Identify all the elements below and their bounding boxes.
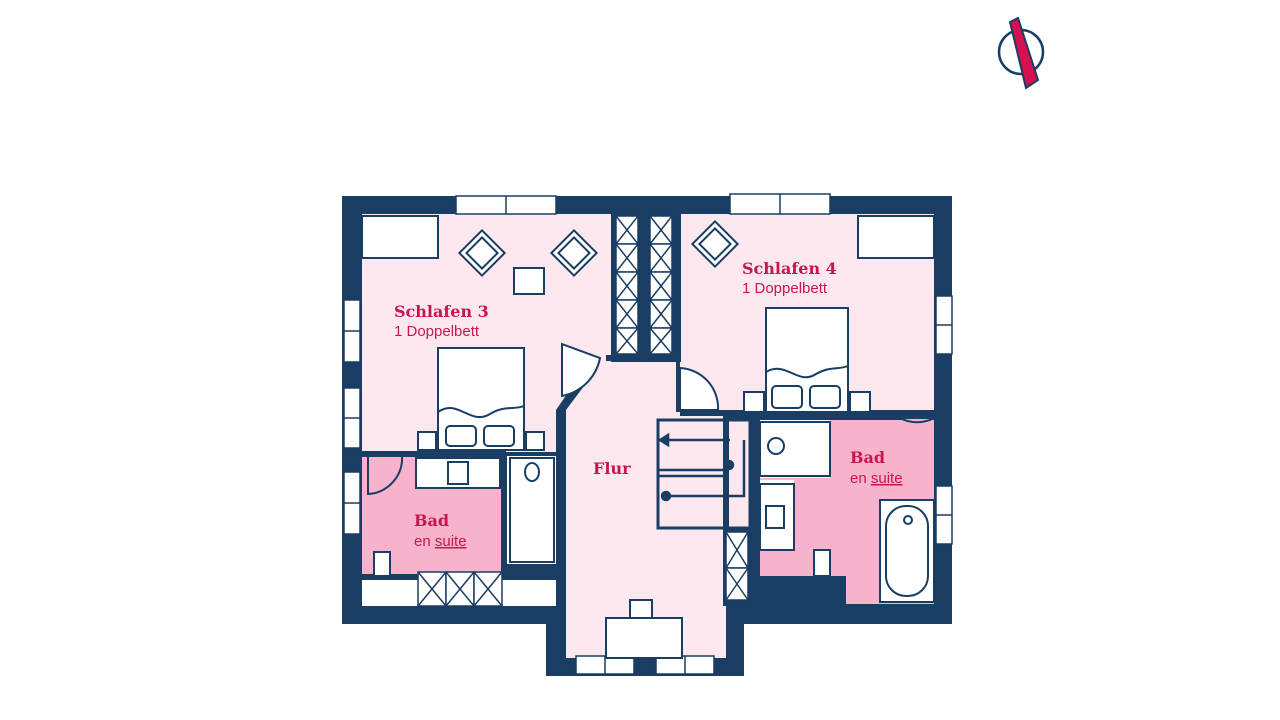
desk-bedroom-4 <box>857 215 935 259</box>
wardrobes <box>417 215 749 607</box>
north-arrow-icon <box>997 16 1045 90</box>
room-bedroom-3-floor <box>362 214 614 452</box>
label-bedroom-3-name: Schlafen 3 <box>394 302 489 321</box>
label-bedroom-4-name: Schlafen 4 <box>742 259 837 278</box>
doors <box>367 342 935 496</box>
room-labels: Schlafen 3 1 Doppelbett Schlafen 4 1 Dop… <box>394 259 903 550</box>
label-bedroom-4-detail: 1 Doppelbett <box>742 280 828 297</box>
label-bath-right-suffix: suite <box>871 470 903 487</box>
label-bath-left-suffix: suite <box>435 533 467 550</box>
staircase <box>657 432 746 502</box>
windows <box>343 193 953 675</box>
label-bedroom-3-detail: 1 Doppelbett <box>394 323 480 340</box>
label-hall-name: Flur <box>593 459 631 478</box>
label-bath-right-prefix: en <box>850 470 871 487</box>
furniture <box>361 215 935 659</box>
hall-closet <box>656 418 752 530</box>
desk-bedroom-3 <box>361 215 439 259</box>
label-bath-right-detail: en suite <box>850 470 903 487</box>
label-bath-left-detail: en suite <box>414 533 467 550</box>
label-bath-right-name: Bad <box>850 448 885 467</box>
label-bath-left-name: Bad <box>414 511 449 530</box>
label-bath-left-prefix: en <box>414 533 435 550</box>
